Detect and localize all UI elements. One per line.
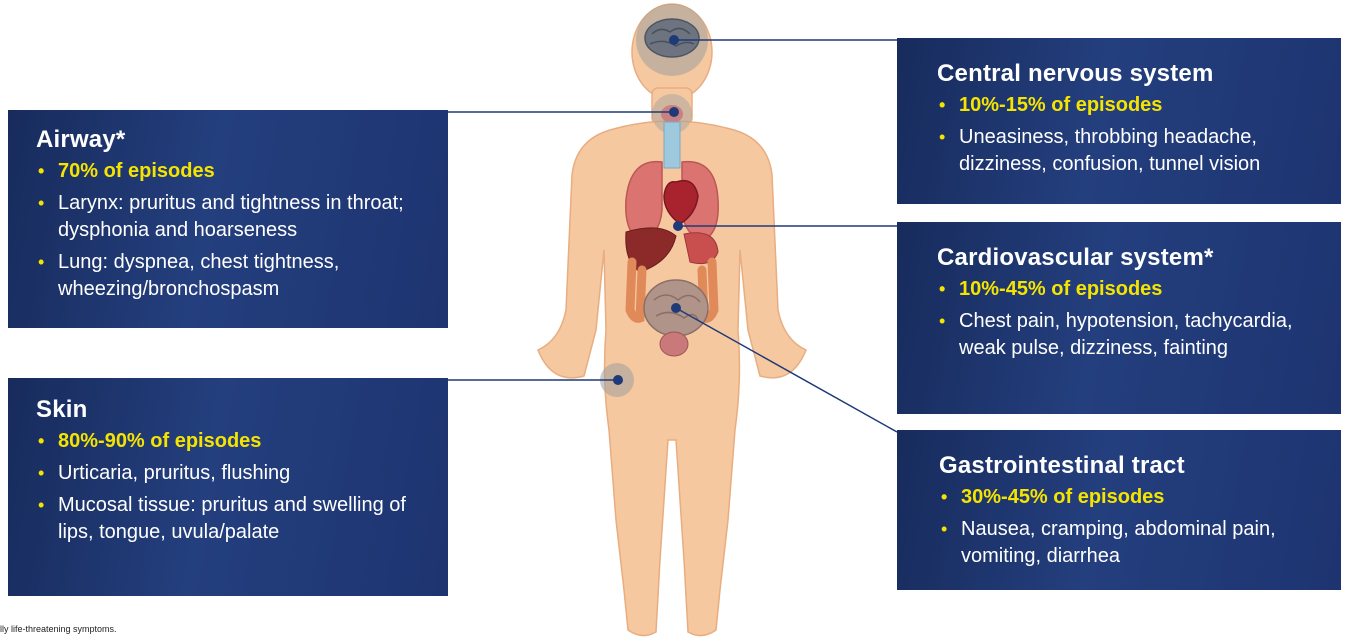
skin-marker-dot [613, 375, 623, 385]
cns-list: 10%-15% of episodes Uneasiness, throbbin… [937, 92, 1301, 178]
skin-percentage: 80%-90% of episodes [36, 428, 420, 455]
gastrointestinal-box: Gastrointestinal tract 30%-45% of episod… [897, 430, 1341, 590]
airway-title: Airway* [36, 126, 420, 154]
skin-symptoms: Urticaria, pruritus, flushing [36, 460, 420, 487]
cns-box: Central nervous system 10%-15% of episod… [897, 38, 1341, 204]
airway-lung-symptoms: Lung: dyspnea, chest tightness, wheezing… [36, 249, 420, 303]
cns-percentage: 10%-15% of episodes [937, 92, 1301, 119]
footnote: lly life-threatening symptoms. [0, 624, 117, 634]
airway-list: 70% of episodes Larynx: pruritus and tig… [36, 158, 420, 303]
airway-marker-dot [669, 107, 679, 117]
cardiovascular-list: 10%-45% of episodes Chest pain, hypotens… [937, 276, 1301, 362]
airway-larynx-symptoms: Larynx: pruritus and tightness in throat… [36, 190, 420, 244]
gi-marker-dot [671, 303, 681, 313]
gastrointestinal-percentage: 30%-45% of episodes [939, 484, 1299, 511]
cardiovascular-percentage: 10%-45% of episodes [937, 276, 1301, 303]
airway-box: Airway* 70% of episodes Larynx: pruritus… [8, 110, 448, 328]
brain-marker-dot [669, 35, 679, 45]
skin-list: 80%-90% of episodes Urticaria, pruritus,… [36, 428, 420, 546]
airway-percentage: 70% of episodes [36, 158, 420, 185]
skin-title: Skin [36, 396, 420, 424]
gastrointestinal-list: 30%-45% of episodes Nausea, cramping, ab… [939, 484, 1299, 570]
skin-box: Skin 80%-90% of episodes Urticaria, prur… [8, 378, 448, 596]
gastrointestinal-symptoms: Nausea, cramping, abdominal pain, vomiti… [939, 516, 1299, 570]
cns-title: Central nervous system [937, 60, 1301, 88]
cardiovascular-symptoms: Chest pain, hypotension, tachycardia, we… [937, 308, 1301, 362]
heart-marker-dot [673, 221, 683, 231]
gastrointestinal-title: Gastrointestinal tract [939, 452, 1299, 480]
skin-mucosal-symptoms: Mucosal tissue: pruritus and swelling of… [36, 492, 420, 546]
cns-symptoms: Uneasiness, throbbing headache, dizzines… [937, 124, 1301, 178]
cardiovascular-box: Cardiovascular system* 10%-45% of episod… [897, 222, 1341, 414]
cardiovascular-title: Cardiovascular system* [937, 244, 1301, 272]
